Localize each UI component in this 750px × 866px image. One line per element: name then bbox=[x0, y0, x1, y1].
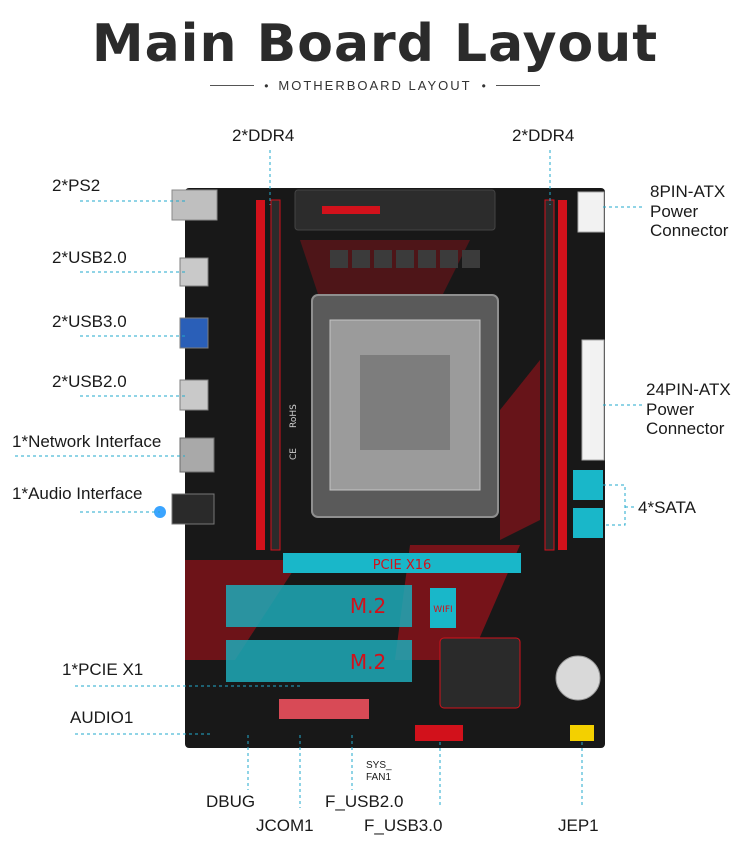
label-atx24-line1: 24PIN-ATX bbox=[646, 380, 731, 399]
m2-slot-top bbox=[226, 585, 412, 627]
vrm-chokes bbox=[330, 250, 480, 268]
sata-port-top bbox=[573, 470, 603, 500]
label-sys-fan-line1: SYS_ bbox=[366, 760, 392, 771]
cpu-socket-center bbox=[360, 355, 450, 450]
subtitle-rule-left bbox=[210, 85, 255, 86]
m2-top-label: M.2 bbox=[350, 594, 386, 618]
pcie-x1-slot bbox=[279, 699, 369, 719]
page-title: Main Board Layout bbox=[91, 14, 659, 74]
ddr4-slot-right-2 bbox=[558, 200, 567, 550]
label-atx24-line2: Power bbox=[646, 400, 695, 419]
label-atx24-line3: Connector bbox=[646, 419, 725, 438]
label-dbug: DBUG bbox=[206, 792, 256, 811]
label-audio1: AUDIO1 bbox=[70, 708, 134, 727]
subtitle-row: • MOTHERBOARD LAYOUT • bbox=[0, 78, 750, 93]
usb2-port-top bbox=[179, 257, 209, 287]
label-atx8-line3: Connector bbox=[650, 221, 729, 240]
label-usb3: 2*USB3.0 bbox=[52, 312, 127, 331]
label-audio-interface: 1*Audio Interface bbox=[12, 484, 143, 503]
subtitle-rule-right bbox=[495, 85, 540, 86]
pcie-x16-label: PCIE X16 bbox=[373, 558, 432, 573]
label-jep1: JEP1 bbox=[558, 816, 599, 835]
label-ps2: 2*PS2 bbox=[52, 176, 101, 195]
label-pcie-x1: 1*PCIE X1 bbox=[62, 660, 144, 679]
label-f-usb2: F_USB2.0 bbox=[325, 792, 404, 811]
label-network-interface: 1*Network Interface bbox=[12, 432, 162, 451]
atx24-connector bbox=[581, 339, 605, 461]
label-usb2-bottom: 2*USB2.0 bbox=[52, 372, 127, 391]
ddr4-slot-left-1 bbox=[256, 200, 265, 550]
leader-lines bbox=[15, 150, 645, 808]
subtitle-dot-right: • bbox=[481, 78, 486, 93]
red-stripe-cpu-right bbox=[500, 360, 540, 540]
red-stripe-top bbox=[300, 240, 470, 300]
ce-mark: CE bbox=[289, 448, 299, 460]
subtitle-dot-left: • bbox=[264, 78, 269, 93]
label-atx8-line1: 8PIN-ATX bbox=[650, 182, 726, 201]
cmos-battery bbox=[555, 655, 601, 701]
ddr4-slot-right-1 bbox=[544, 199, 555, 551]
red-stripe-right bbox=[395, 545, 520, 660]
usb2-port-bottom bbox=[179, 379, 209, 411]
pcie-x16-slot bbox=[283, 553, 521, 573]
usb3-port bbox=[179, 317, 209, 349]
label-f-usb3: F_USB3.0 bbox=[364, 816, 443, 835]
wifi-slot bbox=[430, 588, 456, 628]
sata-port-bottom bbox=[573, 508, 603, 538]
vrm-heatsink bbox=[294, 189, 496, 231]
label-jcom1: JCOM1 bbox=[256, 816, 314, 835]
ddr4-slot-left-2 bbox=[270, 199, 281, 551]
wifi-label: WIFI bbox=[433, 605, 452, 615]
label-ddr4-left: 2*DDR4 bbox=[232, 126, 295, 145]
ps2-port bbox=[171, 189, 218, 221]
label-atx8-line2: Power bbox=[650, 202, 699, 221]
f-usb3-header bbox=[415, 725, 463, 741]
label-sys-fan-line2: FAN1 bbox=[366, 772, 392, 783]
jep1-header bbox=[570, 725, 594, 741]
page-subtitle: MOTHERBOARD LAYOUT bbox=[278, 78, 472, 93]
atx8-connector bbox=[577, 191, 605, 233]
label-sata: 4*SATA bbox=[638, 498, 696, 517]
m2-bottom-label: M.2 bbox=[350, 650, 386, 674]
heatsink-red-accent bbox=[322, 206, 380, 214]
lan-port bbox=[179, 437, 215, 473]
label-usb2-top: 2*USB2.0 bbox=[52, 248, 127, 267]
chipset-heatsink bbox=[439, 637, 521, 709]
rohs-mark: RoHS bbox=[289, 404, 299, 428]
label-ddr4-right: 2*DDR4 bbox=[512, 126, 575, 145]
m2-slot-bottom bbox=[226, 640, 412, 682]
audio-jack-block bbox=[171, 493, 215, 525]
